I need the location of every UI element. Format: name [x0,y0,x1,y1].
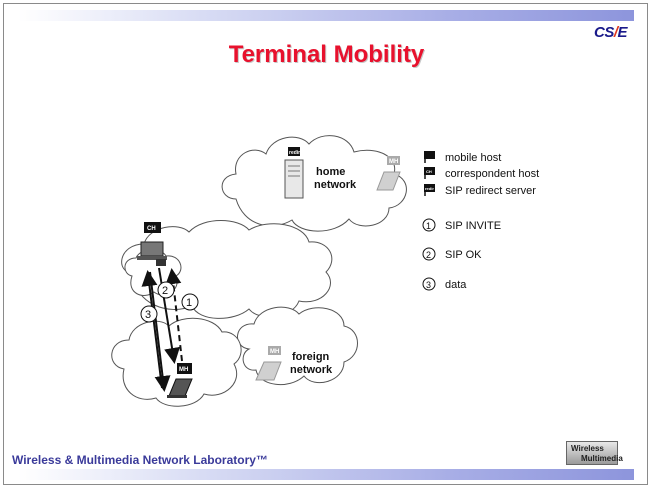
svg-text:2: 2 [426,250,431,260]
legend-item-mobile-host: mobile host [424,151,501,164]
page-title: Terminal Mobility [228,41,425,68]
mobile-host-home-ghost-icon: MH [376,156,401,191]
svg-text:3: 3 [426,280,431,290]
svg-text:data: data [445,279,467,291]
correspondent-host-icon: CH [137,222,167,266]
svg-text:mobile host: mobile host [445,152,501,164]
legend: mobile host CH correspondent host redir … [422,151,539,291]
foreign-network-label-line2: network [290,364,333,376]
mobile-host-icon: MH [167,363,193,398]
svg-text:CH: CH [147,226,156,232]
top-decorative-bar [18,10,634,21]
foreign-network-label-line1: foreign [292,351,330,363]
svg-text:redir: redir [289,150,300,156]
wireless-multimedia-logo: Wireless Multimedia [566,441,623,465]
svg-text:1: 1 [186,297,192,309]
core-network-cloud [121,220,333,319]
redirect-server-icon: redir [284,147,304,199]
cse-logo: CS/E [594,24,628,41]
svg-text:MH: MH [270,349,279,355]
mobile-host-foreign-ghost-icon: MH [255,346,282,381]
svg-text:SIP OK: SIP OK [445,249,482,261]
svg-text:SIP redirect server: SIP redirect server [445,185,536,197]
home-network-label-line2: network [314,179,357,191]
svg-text:3: 3 [145,309,151,321]
svg-text:CH: CH [426,169,432,174]
terminal-mobility-diagram: home network foreign network redir MH MH [111,135,539,407]
svg-text:redir: redir [425,186,434,191]
footer-lab-name: Wireless & Multimedia Network Laboratory… [12,453,268,467]
legend-item-correspondent-host: CH correspondent host [424,167,539,180]
step-1-marker: 1 [181,293,199,311]
legend-item-data: 3 data [422,277,467,291]
data-arrow-up [141,270,163,389]
slide: CS/E Terminal Mobility home [3,3,648,485]
svg-text:1: 1 [426,221,431,231]
legend-item-sip-ok: 2 SIP OK [422,247,482,261]
svg-text:2: 2 [162,285,168,297]
bottom-decorative-bar [18,469,634,480]
step-3-marker: 3 [140,305,158,323]
step-2-marker: 2 [157,281,175,299]
legend-item-redirect-server: redir SIP redirect server [424,184,536,197]
legend-item-sip-invite: 1 SIP INVITE [422,218,501,232]
svg-text:SIP INVITE: SIP INVITE [445,220,501,232]
home-network-label-line1: home [316,166,345,178]
data-arrow-down [149,271,171,392]
svg-text:correspondent host: correspondent host [445,168,539,180]
svg-text:MH: MH [389,159,398,165]
svg-text:MH: MH [179,367,188,373]
